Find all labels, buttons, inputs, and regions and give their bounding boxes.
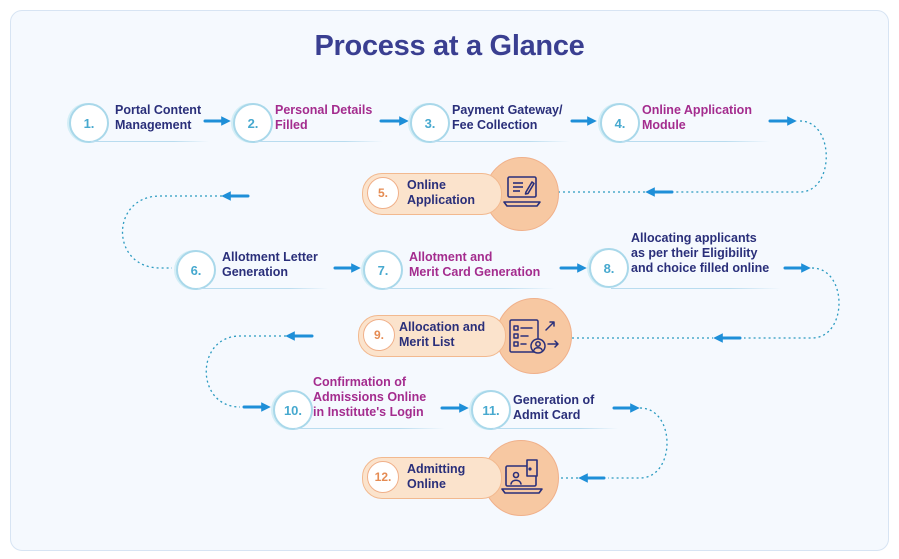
step-number: 5.: [367, 177, 399, 209]
step-5: 5. Online Application: [362, 173, 502, 215]
step-label: Online Application Module: [642, 103, 752, 132]
step-3: 3. Payment Gateway/ Fee Collection: [410, 103, 570, 147]
step-4: 4. Online Application Module: [600, 103, 770, 147]
step-label: Generation of Admit Card: [513, 393, 595, 422]
step-label: Payment Gateway/ Fee Collection: [452, 103, 563, 132]
step-number: 11.: [471, 390, 511, 430]
step-number: 8.: [589, 248, 629, 288]
step-label: Online Application: [407, 178, 476, 207]
step-number: 7.: [363, 250, 403, 290]
step-label: Portal Content Management: [115, 103, 202, 132]
step-label: Allocation and Merit List: [399, 320, 486, 349]
step-number: 1.: [69, 103, 109, 143]
step-number: 6.: [176, 250, 216, 290]
step-2: 2. Personal Details Filled: [233, 103, 383, 147]
step-label: Confirmation of Admissions Online in Ins…: [313, 375, 427, 419]
step-label: Personal Details Filled: [275, 103, 373, 132]
curve-9-10: [205, 335, 286, 408]
step-6: 6. Allotment Letter Generation: [176, 250, 336, 294]
curve-5-6: [121, 195, 222, 269]
step-7: 7. Allotment and Merit Card Generation: [363, 250, 558, 294]
page-title: Process at a Glance: [314, 30, 585, 62]
step-label: Allocating applicants as per their Eligi…: [631, 231, 770, 275]
step-1: 1. Portal Content Management: [69, 103, 209, 147]
step-number: 4.: [600, 103, 640, 143]
curve-4-5: [676, 120, 827, 193]
step-10: 10. Confirmation of Admissions Online in…: [273, 375, 448, 434]
laptop-door-icon: [501, 459, 543, 494]
laptop-form-icon: [503, 176, 541, 207]
step-9-icon-circle: [496, 298, 572, 374]
step-number: 9.: [363, 319, 395, 351]
step-11: 11. Generation of Admit Card: [471, 390, 621, 434]
checklist-user-icon: [509, 319, 559, 354]
step-number: 10.: [273, 390, 313, 430]
step-label: Allotment and Merit Card Generation: [409, 250, 541, 279]
step-9: 9. Allocation and Merit List: [358, 315, 506, 357]
step-number: 3.: [410, 103, 450, 143]
step-label: Allotment Letter Generation: [222, 250, 318, 279]
step-number: 2.: [233, 103, 273, 143]
step-8: 8. Allocating applicants as per their El…: [589, 231, 784, 292]
step-12: 12. Admitting Online: [362, 457, 502, 499]
step-label: Admitting Online: [407, 462, 466, 491]
step-number: 12.: [367, 461, 399, 493]
